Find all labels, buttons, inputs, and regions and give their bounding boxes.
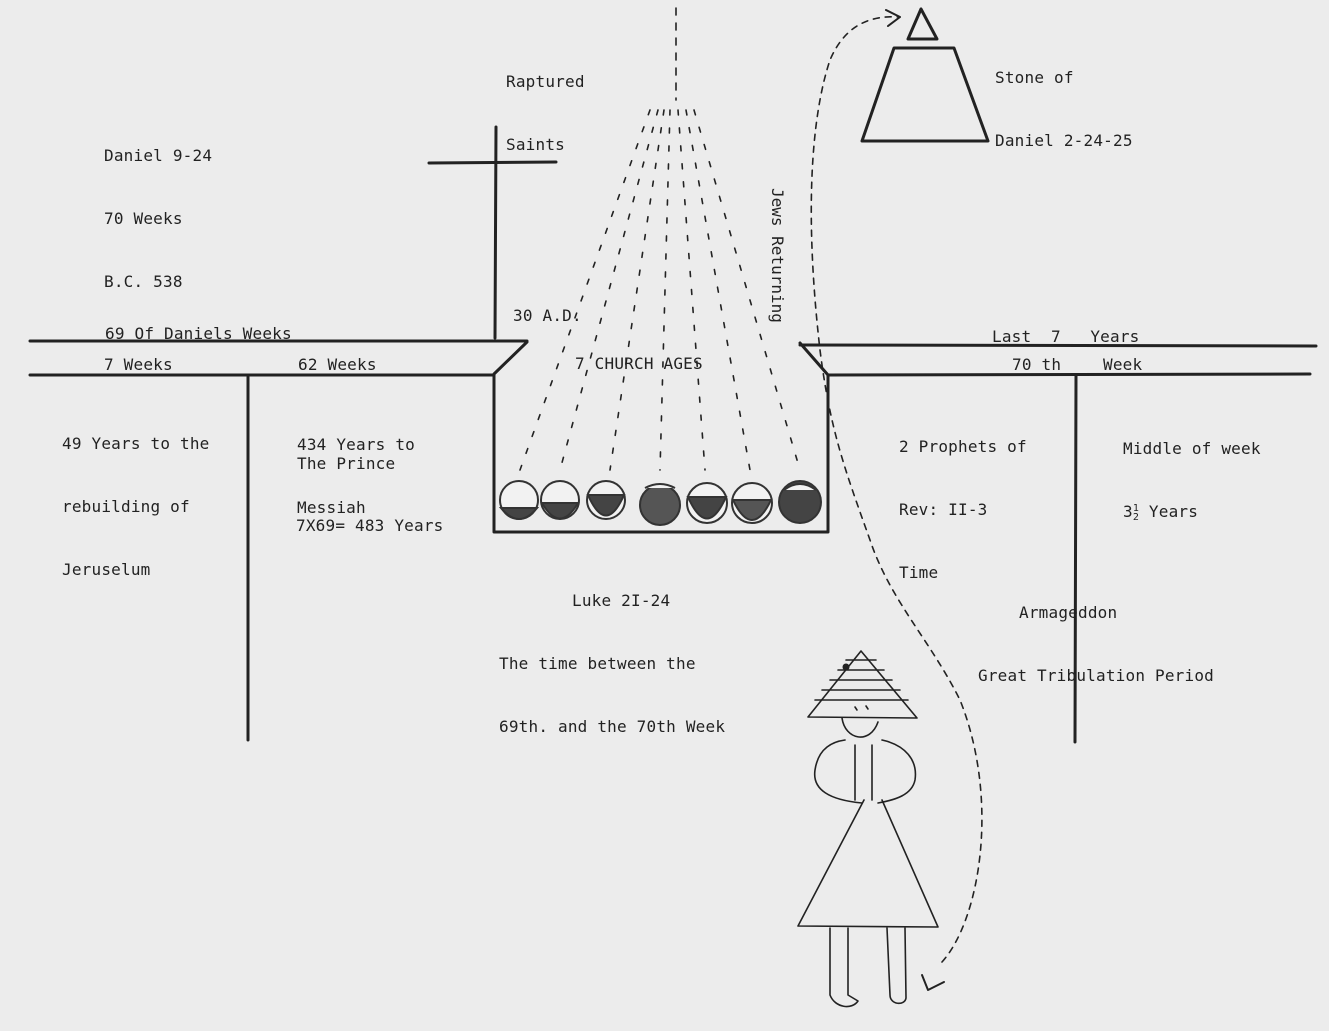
seventieth-label: 70 th: [1012, 355, 1062, 374]
stone-pyramid-icon: [860, 7, 990, 143]
armageddon-note: Armageddon Great Tribulation Period: [978, 560, 1214, 707]
daniel-ref-line-1: Daniel 9-24: [104, 146, 213, 165]
daniel-ref-line-2: 70 Weeks: [104, 209, 183, 228]
armageddon-line-2: Great Tribulation Period: [978, 666, 1214, 685]
prophets-line-1: 2 Prophets of: [899, 437, 1027, 456]
armageddon-line-1: Armageddon: [1019, 603, 1118, 622]
church-age-bowl-icon: [498, 480, 540, 520]
prophets-note: 2 Prophets of Rev: II-3 Time: [899, 394, 1027, 604]
woman-figure-icon: [797, 650, 939, 1008]
messiah-line-1: 434 Years to: [297, 435, 415, 454]
church-age-pit: [492, 340, 830, 534]
jews-returning-label: Jews Returning: [768, 188, 787, 323]
three-half-denominator: 2: [1132, 511, 1140, 523]
luke-note: Luke 2I-24 The time between the 69th. an…: [499, 548, 725, 758]
thirty-ad-label: 30 A.D.: [513, 306, 582, 325]
prophets-line-2: Rev: II-3: [899, 500, 988, 519]
timeline-lower-right: [826, 372, 1312, 377]
sixty-nine-weeks-label: 69 Of Daniels Weeks: [105, 324, 292, 343]
luke-line-1: Luke 2I-24: [572, 591, 671, 610]
arrow-head-bottom: [921, 974, 945, 991]
stone-label: Stone of Daniel 2-24-25: [995, 25, 1133, 172]
rebuilding-note: 49 Years to the rebuilding of Jeruselum: [62, 391, 210, 601]
church-age-bowl-icon: [586, 480, 626, 520]
prince-note: The Prince: [297, 454, 396, 473]
luke-line-2: The time between the: [499, 654, 696, 673]
arrow-head-top: [885, 9, 901, 27]
calculation-note: 7X69= 483 Years: [296, 516, 444, 535]
church-age-bowl-icon: [639, 483, 681, 526]
stone-line-2: Daniel 2-24-25: [995, 131, 1133, 150]
rebuilding-line-1: 49 Years to the: [62, 434, 210, 453]
middle-week-line-1: Middle of week: [1123, 439, 1261, 458]
church-ages-label: 7 CHURCH AGES: [575, 354, 703, 373]
messiah-line-2: Messiah: [297, 498, 366, 517]
raptured-line-1: Raptured: [506, 72, 585, 91]
church-age-bowl-icon: [778, 480, 822, 524]
church-age-bowl-icon: [686, 482, 728, 524]
rebuilding-line-3: Jeruselum: [62, 560, 151, 579]
three-half-whole: 3: [1123, 502, 1133, 521]
stone-line-1: Stone of: [995, 68, 1074, 87]
sixty-two-weeks-label: 62 Weeks: [298, 355, 377, 374]
woman-hat-dot: [842, 663, 850, 671]
prophets-line-3: Time: [899, 563, 939, 582]
seven-weeks-label: 7 Weeks: [104, 355, 173, 374]
three-half-rest: Years: [1139, 502, 1199, 521]
timeline-upper-right: [798, 343, 1318, 348]
daniel-ref-line-3: B.C. 538: [104, 272, 183, 291]
rebuilding-line-2: rebuilding of: [62, 497, 190, 516]
church-age-bowl-icon: [540, 480, 580, 520]
messiah-note: 434 Years to Messiah: [297, 392, 415, 539]
divider-middle-week: [1073, 374, 1078, 744]
church-age-bowls: [498, 480, 822, 526]
luke-line-3: 69th. and the 70th Week: [499, 717, 726, 736]
raptured-saints-label: Raptured Saints: [506, 29, 585, 176]
raptured-line-2: Saints: [506, 135, 565, 154]
dashed-arrow-icon: [810, 15, 983, 963]
last-seven-years-label: Last 7 Years: [992, 327, 1140, 346]
rapture-beam: [519, 109, 801, 471]
cross-icon: [427, 125, 558, 340]
three-half-numerator: 1: [1132, 502, 1140, 514]
daniel-reference: Daniel 9-24 70 Weeks B.C. 538: [104, 103, 212, 313]
church-age-bowl-icon: [731, 482, 773, 524]
week-label: Week: [1103, 355, 1143, 374]
